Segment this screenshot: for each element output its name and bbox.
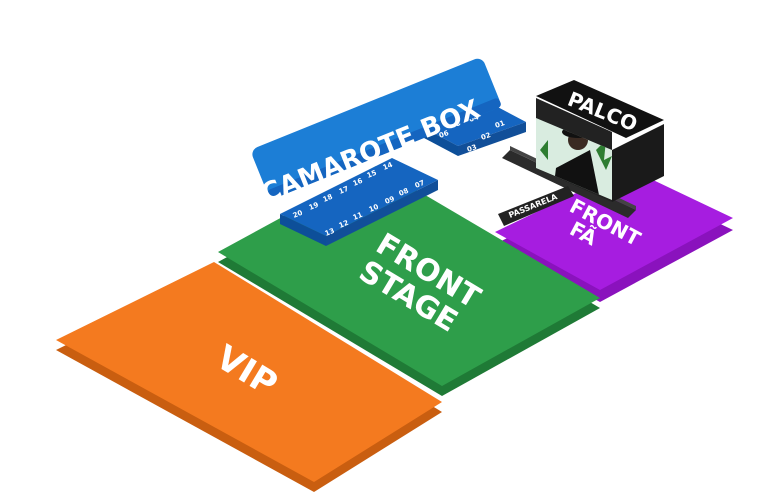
box-16[interactable]: 16: [352, 177, 364, 188]
box-04[interactable]: 04: [468, 113, 480, 124]
box-19[interactable]: 19: [308, 201, 320, 212]
box-06[interactable]: 06: [438, 129, 450, 140]
box-20[interactable]: 20: [292, 209, 304, 220]
box-18[interactable]: 18: [322, 193, 334, 204]
box-12[interactable]: 12: [338, 219, 350, 230]
box-11[interactable]: 11: [352, 211, 364, 222]
sector-vip[interactable]: VIP: [56, 262, 442, 492]
box-01[interactable]: 01: [494, 119, 506, 130]
palco-stage[interactable]: PALCO: [536, 80, 664, 208]
camarote-boxes-left[interactable]: 14 07 15 16 08 17 18 09 19 10 20 11 12 1…: [280, 158, 438, 246]
box-14[interactable]: 14: [382, 161, 394, 172]
box-17[interactable]: 17: [338, 185, 350, 196]
box-10[interactable]: 10: [368, 203, 380, 214]
box-02[interactable]: 02: [480, 131, 492, 142]
box-08[interactable]: 08: [398, 187, 410, 198]
box-13[interactable]: 13: [324, 227, 336, 238]
box-07[interactable]: 07: [414, 179, 426, 190]
box-09[interactable]: 09: [384, 195, 396, 206]
box-15[interactable]: 15: [366, 169, 378, 180]
box-03[interactable]: 03: [466, 143, 478, 154]
